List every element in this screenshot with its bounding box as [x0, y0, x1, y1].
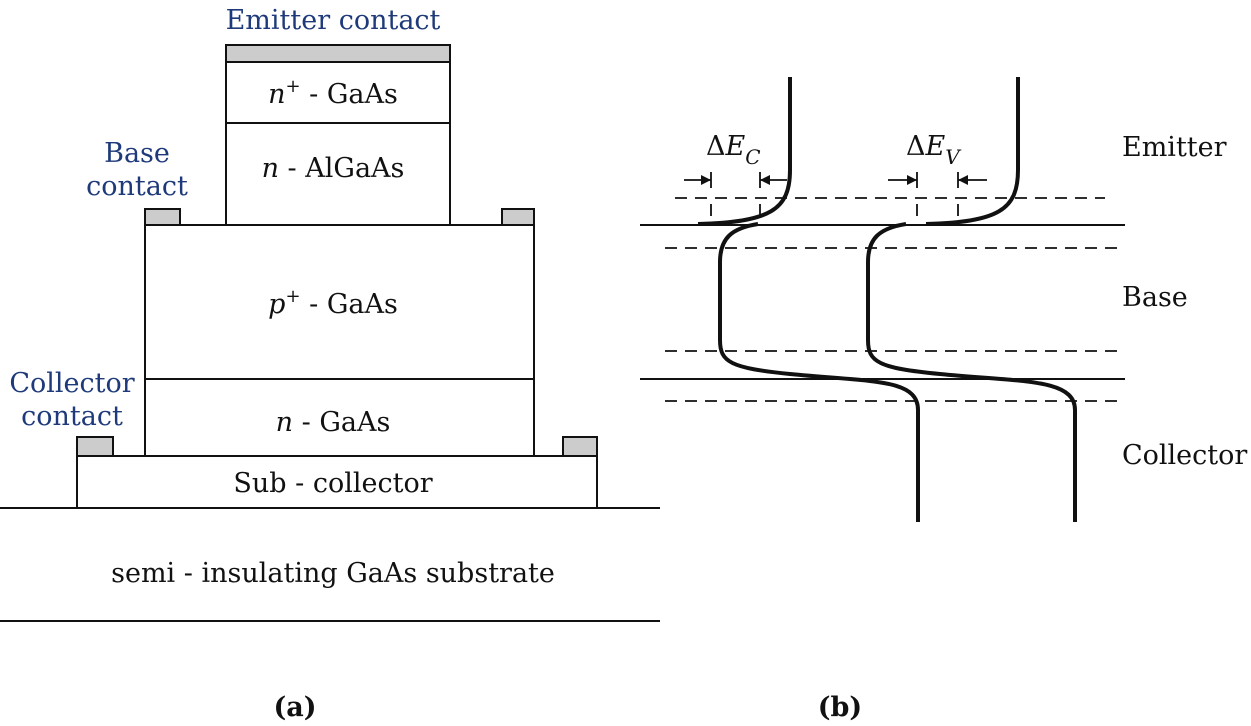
delta-ev-arrowhead-right: [958, 175, 968, 185]
base-contact-pad-right: [501, 208, 535, 226]
base-contact-label-1: Base: [104, 138, 170, 169]
caption-a: (a): [273, 692, 316, 723]
caption-b: (b): [818, 692, 862, 723]
delta-ec-arrowhead-left: [701, 175, 711, 185]
emitter-contact-label: Emitter contact: [226, 5, 441, 36]
base-label: p+ - GaAs: [268, 286, 398, 320]
delta-ev-arrowhead-left: [907, 175, 917, 185]
delta-ec-arrowhead-right: [760, 175, 770, 185]
band-diagram: ΔEC ΔEV Emitter Base Collector (b): [640, 77, 1247, 723]
collector-contact-label-1: Collector: [9, 368, 134, 399]
conduction-band-emitter: [697, 77, 792, 226]
emitter-cap-label: n+ - GaAs: [268, 76, 398, 110]
emitter-cap-layer: [225, 61, 451, 124]
subcollector-layer: [76, 455, 598, 509]
collector-contact-label-2: contact: [21, 401, 123, 432]
device-structure: Emitter contact Base contact Collector c…: [0, 5, 660, 723]
delta-ec-label: ΔEC: [706, 131, 761, 169]
delta-ev-label: ΔEV: [906, 131, 962, 169]
collector-label: n - GaAs: [276, 407, 391, 438]
collector-contact-pad-left: [76, 436, 114, 457]
emitter-layer: [225, 122, 451, 226]
emitter-contact-pad: [225, 44, 451, 63]
base-layer: [144, 224, 535, 380]
region-base-label: Base: [1122, 282, 1188, 313]
substrate-label: semi - insulating GaAs substrate: [111, 558, 555, 589]
collector-contact-pad-right: [562, 436, 598, 457]
valence-band-base-collector: [866, 222, 1077, 522]
region-emitter-label: Emitter: [1122, 132, 1227, 163]
region-collector-label: Collector: [1122, 440, 1247, 471]
base-contact-pad-left: [144, 208, 181, 226]
emitter-label: n - AlGaAs: [262, 153, 405, 184]
conduction-band-base-collector: [718, 222, 920, 522]
base-contact-label-2: contact: [86, 171, 188, 202]
valence-band-emitter: [925, 77, 1020, 226]
subcollector-label: Sub - collector: [233, 468, 432, 499]
